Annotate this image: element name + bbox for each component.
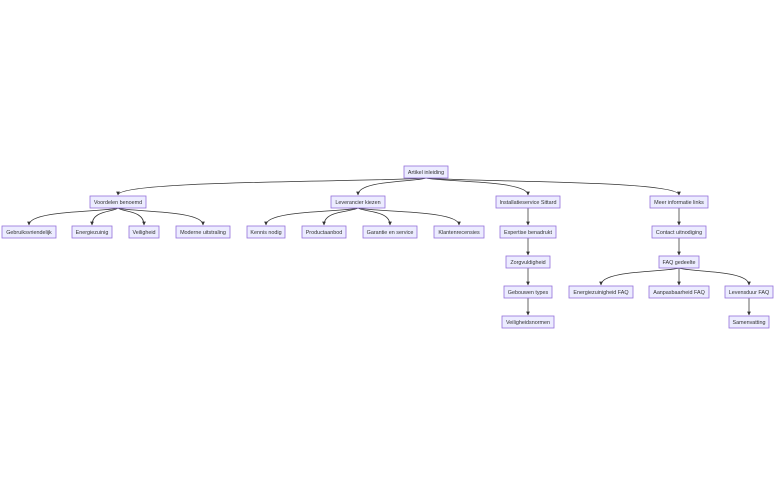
node-label: Gebruiksvriendelijk [6, 230, 52, 236]
node-box [330, 195, 386, 209]
node-n5: Gebruiksvriendelijk [1, 225, 57, 239]
node-n1: Voordelen benoemd [89, 195, 147, 209]
edge-n1-to-n6 [90, 207, 119, 226]
node-n14: Zorgvuldigheid [505, 255, 551, 269]
edge-n0-to-n2 [356, 177, 427, 196]
node-box [658, 255, 700, 269]
edge-n0-to-n3 [425, 177, 530, 196]
node-label: Leverancier kiezen [335, 200, 380, 206]
node-n19: Energiezuinigheid FAQ [568, 285, 634, 299]
edges-layer [27, 177, 751, 316]
node-n13: Expertise benadrukt [499, 225, 557, 239]
node-n12: Klantenrecensies [433, 225, 485, 239]
node-n3: Installatieservice Sittard [495, 195, 561, 209]
node-n16: Veiligheidsnormen [501, 315, 555, 329]
node-label: Productaanbod [306, 230, 343, 236]
node-box [1, 225, 57, 239]
node-label: Voordelen benoemd [94, 200, 142, 206]
node-n0: Artikel inleiding [403, 165, 449, 179]
node-box [503, 285, 553, 299]
edge-n0-to-n4 [425, 177, 681, 196]
node-n22: Samenvatting [728, 315, 770, 329]
node-label: Gebouwen types [508, 290, 549, 296]
node-label: Zorgvuldigheid [510, 260, 545, 266]
node-n10: Productaanbod [301, 225, 347, 239]
node-n17: Contact uitnodiging [651, 225, 707, 239]
node-box [71, 225, 113, 239]
node-box [433, 225, 485, 239]
node-box [362, 225, 418, 239]
node-label: Kennis nodig [250, 230, 281, 236]
node-n7: Veiligheid [128, 225, 160, 239]
node-n18: FAQ gedeelte [658, 255, 700, 269]
node-label: Energiezuinig [76, 230, 109, 236]
node-label: Meer informatie links [654, 200, 704, 206]
node-n15: Gebouwen types [503, 285, 553, 299]
node-box [501, 315, 555, 329]
node-n9: Kennis nodig [246, 225, 286, 239]
edge-n0-to-n1 [116, 177, 427, 196]
node-n4: Meer informatie links [649, 195, 709, 209]
node-box [505, 255, 551, 269]
node-n21: Levensduur FAQ [724, 285, 774, 299]
node-label: FAQ gedeelte [663, 260, 696, 266]
node-label: Contact uitnodiging [656, 230, 702, 236]
node-n8: Moderne uitstraling [175, 225, 231, 239]
node-label: Aanpasbaarheid FAQ [653, 290, 705, 296]
node-label: Artikel inleiding [408, 170, 444, 176]
edge-n1-to-n7 [117, 207, 146, 226]
node-box [648, 285, 710, 299]
node-box [651, 225, 707, 239]
node-box [649, 195, 709, 209]
edge-n2-to-n12 [357, 207, 461, 226]
node-box [728, 315, 770, 329]
edge-n18-to-n19 [599, 267, 680, 286]
node-n6: Energiezuinig [71, 225, 113, 239]
node-box [724, 285, 774, 299]
node-n11: Garantie en service [362, 225, 418, 239]
node-label: Garantie en service [367, 230, 414, 236]
node-box [246, 225, 286, 239]
node-box [301, 225, 347, 239]
node-box [403, 165, 449, 179]
node-n2: Leverancier kiezen [330, 195, 386, 209]
edge-n2-to-n9 [264, 207, 359, 226]
node-n20: Aanpasbaarheid FAQ [648, 285, 710, 299]
node-box [495, 195, 561, 209]
node-label: Samenvatting [733, 320, 766, 326]
node-label: Moderne uitstraling [180, 230, 226, 236]
node-box [128, 225, 160, 239]
node-label: Levensduur FAQ [729, 290, 769, 296]
node-box [89, 195, 147, 209]
node-label: Expertise benadrukt [504, 230, 552, 236]
edge-n1-to-n5 [27, 207, 119, 226]
node-box [568, 285, 634, 299]
node-label: Installatieservice Sittard [500, 200, 557, 206]
node-box [175, 225, 231, 239]
node-label: Veiligheid [132, 230, 155, 236]
node-label: Klantenrecensies [438, 230, 480, 236]
edge-n1-to-n8 [117, 207, 205, 226]
node-label: Energiezuinigheid FAQ [573, 290, 628, 296]
edge-n2-to-n11 [357, 207, 392, 226]
node-box [499, 225, 557, 239]
node-label: Veiligheidsnormen [506, 320, 550, 326]
edge-n2-to-n10 [322, 207, 359, 226]
edge-n18-to-n21 [678, 267, 751, 286]
